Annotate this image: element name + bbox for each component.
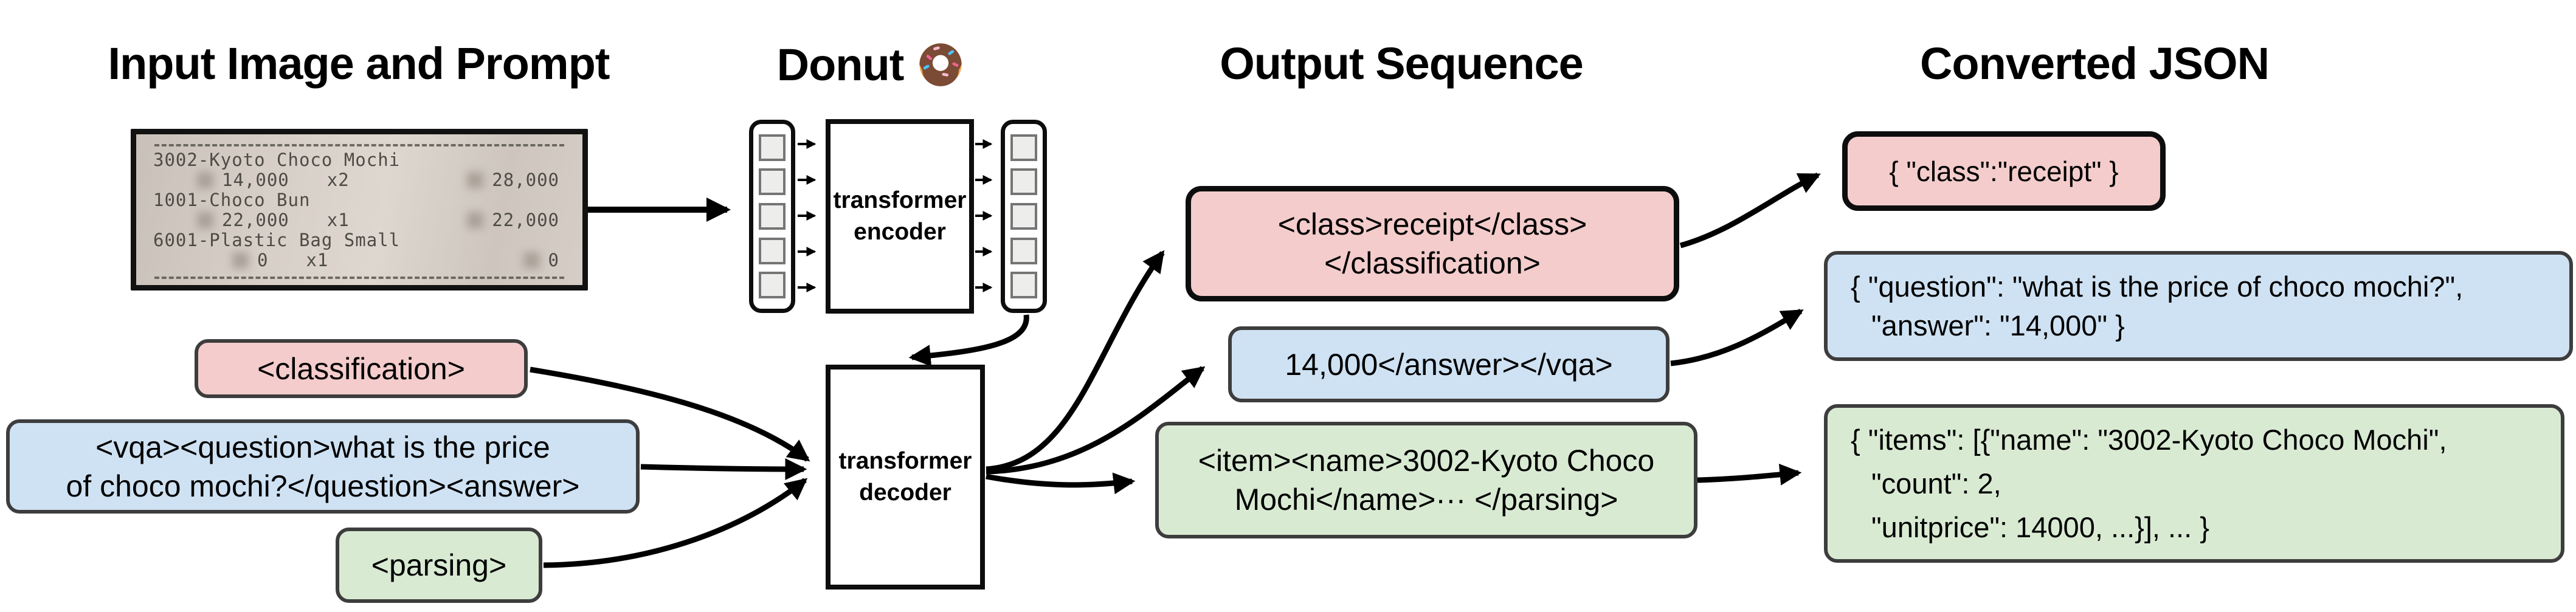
receipt-price: 14,000 [197,170,289,190]
receipt-qty: x1 [326,210,350,230]
arrows-outputs-to-json [1670,172,1821,486]
receipt-divider-top [154,144,564,146]
receipt-item-name: 1001-Choco Bun [153,190,311,210]
redaction-blur [197,212,213,229]
embedding-token [1010,134,1037,161]
transformer-decoder-box: transformer decoder [826,365,985,590]
json-classification-box: { "class":"receipt" } [1842,131,2166,211]
receipt-price: 22,000 [197,210,289,230]
receipt-item-name: 3002-Kyoto Choco Mochi [153,150,401,170]
output-vqa-box: 14,000</answer></vqa> [1228,326,1670,402]
arrows-encoder-to-tokens [975,139,993,292]
receipt-qty: x2 [326,170,350,190]
receipt-divider-bottom [154,277,564,279]
json-parsing-box: { "items": [{"name": "3002-Kyoto Choco M… [1824,404,2564,563]
redaction-blur [467,172,484,188]
embedding-token [1010,168,1037,196]
receipt-total: 28,000 [467,170,559,190]
receipt-image: 3002-Kyoto Choco Mochi 14,000 x2 28,000 … [131,129,588,291]
output-column-header: Output Sequence [1220,38,1584,89]
output-classification-box: <class>receipt</class> </classification> [1186,186,1679,301]
redaction-blur [197,172,213,188]
arrow-encoder-to-decoder [908,314,1029,367]
patch-token-column-output [1001,120,1047,313]
receipt-amount-row: 22,000 x1 22,000 [153,210,565,230]
input-column-header: Input Image and Prompt [108,38,610,89]
patch-token [759,237,786,264]
redaction-blur [523,252,540,269]
arrows-prompts-to-decoder [530,366,810,568]
receipt-amount-row: 0 x1 0 [153,250,565,270]
redaction-blur [232,252,249,269]
json-column-header: Converted JSON [1919,38,2270,89]
embedding-token [1010,272,1037,299]
patch-token-column-input [749,120,795,313]
model-column-header: Donut [759,35,985,94]
embedding-token [1010,237,1037,264]
prompt-classification-box: <classification> [195,339,528,398]
output-parsing-box: <item><name>3002-Kyoto Choco Mochi</name… [1155,422,1697,538]
prompt-vqa-box: <vqa><question>what is the price of choc… [6,419,640,514]
arrows-decoder-to-outputs [986,250,1206,495]
patch-token [759,134,786,161]
receipt-item-name: 6001-Plastic Bag Small [153,230,401,250]
arrows-tokens-to-encoder [798,139,817,292]
model-header-label: Donut [776,39,905,90]
donut-icon [919,43,962,86]
receipt-amount-row: 14,000 x2 28,000 [153,170,565,190]
redaction-blur [467,212,484,229]
transformer-encoder-box: transformer encoder [826,119,974,314]
receipt-qty: x1 [306,250,329,270]
prompt-parsing-box: <parsing> [336,528,542,603]
json-vqa-box: { "question": "what is the price of choc… [1824,251,2573,361]
receipt-total: 22,000 [467,210,559,230]
receipt-price: 0 [232,250,268,270]
embedding-token [1010,202,1037,230]
patch-token [759,272,786,299]
receipt-total: 0 [523,250,559,270]
patch-token [759,168,786,196]
patch-token [759,202,786,230]
